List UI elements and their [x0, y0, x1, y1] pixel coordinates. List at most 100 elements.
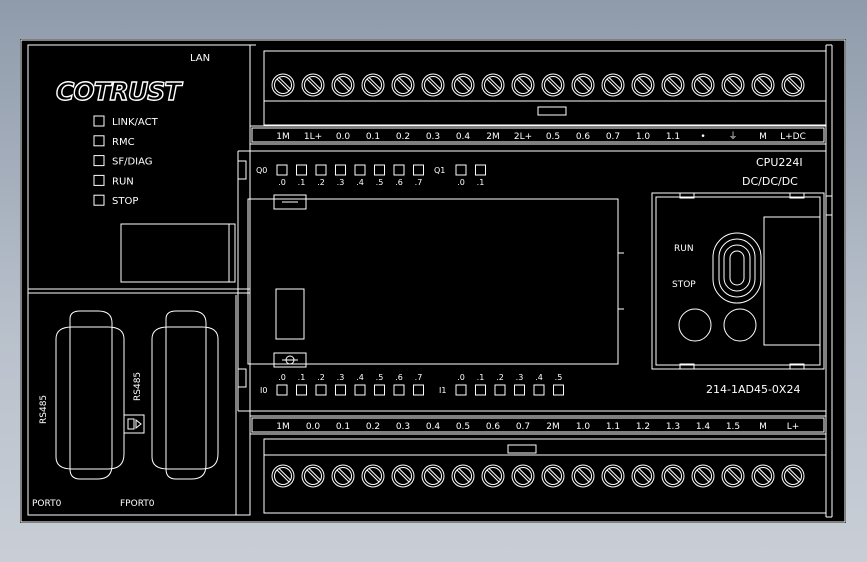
status-led-label: LINK/ACT	[112, 117, 159, 128]
cpu-model: CPU224I	[756, 156, 803, 169]
bottom-terminal-block	[263, 438, 827, 514]
rs485-label-right: RS485	[133, 372, 143, 401]
memory-cartridge	[763, 216, 821, 346]
terminal-screw	[271, 464, 295, 488]
bottom-terminal-latch	[507, 444, 537, 454]
io-led-label: .7	[415, 178, 423, 187]
terminal-screw	[421, 73, 445, 97]
io-led	[296, 164, 307, 176]
io-led-label: .5	[376, 373, 384, 382]
terminal-screw	[721, 73, 745, 97]
io-led-label: .5	[376, 178, 384, 187]
io-group-label: I1	[439, 386, 446, 395]
terminal-label: 0.6	[576, 132, 591, 142]
io-group-label: Q1	[434, 166, 445, 175]
mode-switch-outer[interactable]	[712, 232, 762, 304]
terminal-label: 1.1	[666, 132, 680, 142]
bottom-label-strip-outer	[249, 415, 827, 435]
brand-logo: COTRUST	[56, 77, 183, 106]
sd-card-slot	[120, 223, 236, 283]
io-led-label: .0	[278, 373, 286, 382]
terminal-screw	[751, 73, 775, 97]
status-led-label: SF/DIAG	[112, 157, 153, 168]
left-clip-top	[237, 160, 247, 180]
terminal-label: L+	[787, 422, 800, 432]
potentiometer-2[interactable]	[723, 308, 757, 342]
rs485-port0-shell	[55, 326, 125, 470]
bottom-label-strip	[251, 417, 825, 433]
mode-switch-ring[interactable]	[718, 238, 756, 298]
terminal-label: 0.0	[306, 422, 321, 432]
io-led	[514, 384, 525, 396]
port0-label: PORT0	[32, 499, 62, 509]
io-led-label: .0	[457, 178, 465, 187]
io-led-label: .6	[395, 178, 403, 187]
run-label: RUN	[674, 244, 694, 254]
bottom-screw-row	[271, 464, 805, 488]
terminal-screw	[631, 464, 655, 488]
top-screw-row	[271, 73, 805, 97]
io-led-label: .2	[317, 178, 325, 187]
terminal-screw	[271, 73, 295, 97]
status-led	[93, 174, 105, 186]
io-led-label: .2	[317, 373, 325, 382]
fport0-label: FPORT0	[120, 499, 155, 509]
io-led	[335, 164, 346, 176]
terminal-screw	[481, 464, 505, 488]
terminal-screw	[421, 464, 445, 488]
mode-switch-lever[interactable]	[729, 250, 745, 286]
io-led-label: .3	[337, 178, 345, 187]
terminal-label: 0.0	[336, 132, 351, 142]
terminal-label: M	[759, 132, 767, 142]
terminal-screw	[331, 464, 355, 488]
play-arrow-icon	[135, 418, 142, 430]
terminal-label: 0.2	[396, 132, 410, 142]
potentiometer-1[interactable]	[678, 308, 712, 342]
terminal-screw	[451, 464, 475, 488]
terminal-screw	[751, 464, 775, 488]
io-led	[494, 384, 506, 396]
terminal-label: 1.4	[696, 422, 711, 432]
terminal-screw	[691, 464, 715, 488]
io-led	[553, 384, 564, 396]
mode-switch-track[interactable]	[723, 244, 751, 292]
io-led	[393, 164, 405, 176]
terminal-label: 0.3	[426, 132, 440, 142]
terminal-label: 2L+	[514, 132, 532, 142]
lan-label: LAN	[190, 53, 210, 64]
stop-label: STOP	[672, 280, 696, 290]
io-led-label: .1	[477, 178, 485, 187]
output-led-group: Q0.0.1.2.3.4.5.6.7Q1.0.1	[256, 164, 486, 187]
terminal-label: 0.4	[426, 422, 441, 432]
rs485-port1-shell	[151, 326, 219, 470]
terminal-screw	[511, 464, 535, 488]
terminal-label: 0.2	[366, 422, 380, 432]
terminal-label: 0.7	[516, 422, 530, 432]
cpu-power-type: DC/DC/DC	[742, 175, 798, 188]
terminal-screw	[331, 73, 355, 97]
io-led-label: .4	[535, 373, 543, 382]
terminal-label: 0.1	[336, 422, 350, 432]
io-led-label: .6	[395, 373, 403, 382]
terminal-label: 0.7	[606, 132, 620, 142]
terminal-label: M	[759, 422, 767, 432]
door-screw	[285, 355, 295, 365]
io-led	[413, 164, 424, 176]
top-terminal-latch	[537, 106, 567, 116]
expansion-door	[247, 198, 619, 365]
status-led-label: RUN	[112, 176, 134, 187]
terminal-screw	[541, 464, 565, 488]
status-led	[93, 155, 105, 167]
status-led-label: STOP	[112, 196, 138, 207]
io-led	[455, 164, 467, 176]
io-led	[276, 384, 288, 396]
terminal-screw	[631, 73, 655, 97]
terminal-label: 1.2	[636, 422, 650, 432]
io-led	[276, 164, 288, 176]
terminal-label: 1.3	[666, 422, 680, 432]
outer-border	[20, 39, 846, 523]
io-led	[455, 384, 467, 396]
